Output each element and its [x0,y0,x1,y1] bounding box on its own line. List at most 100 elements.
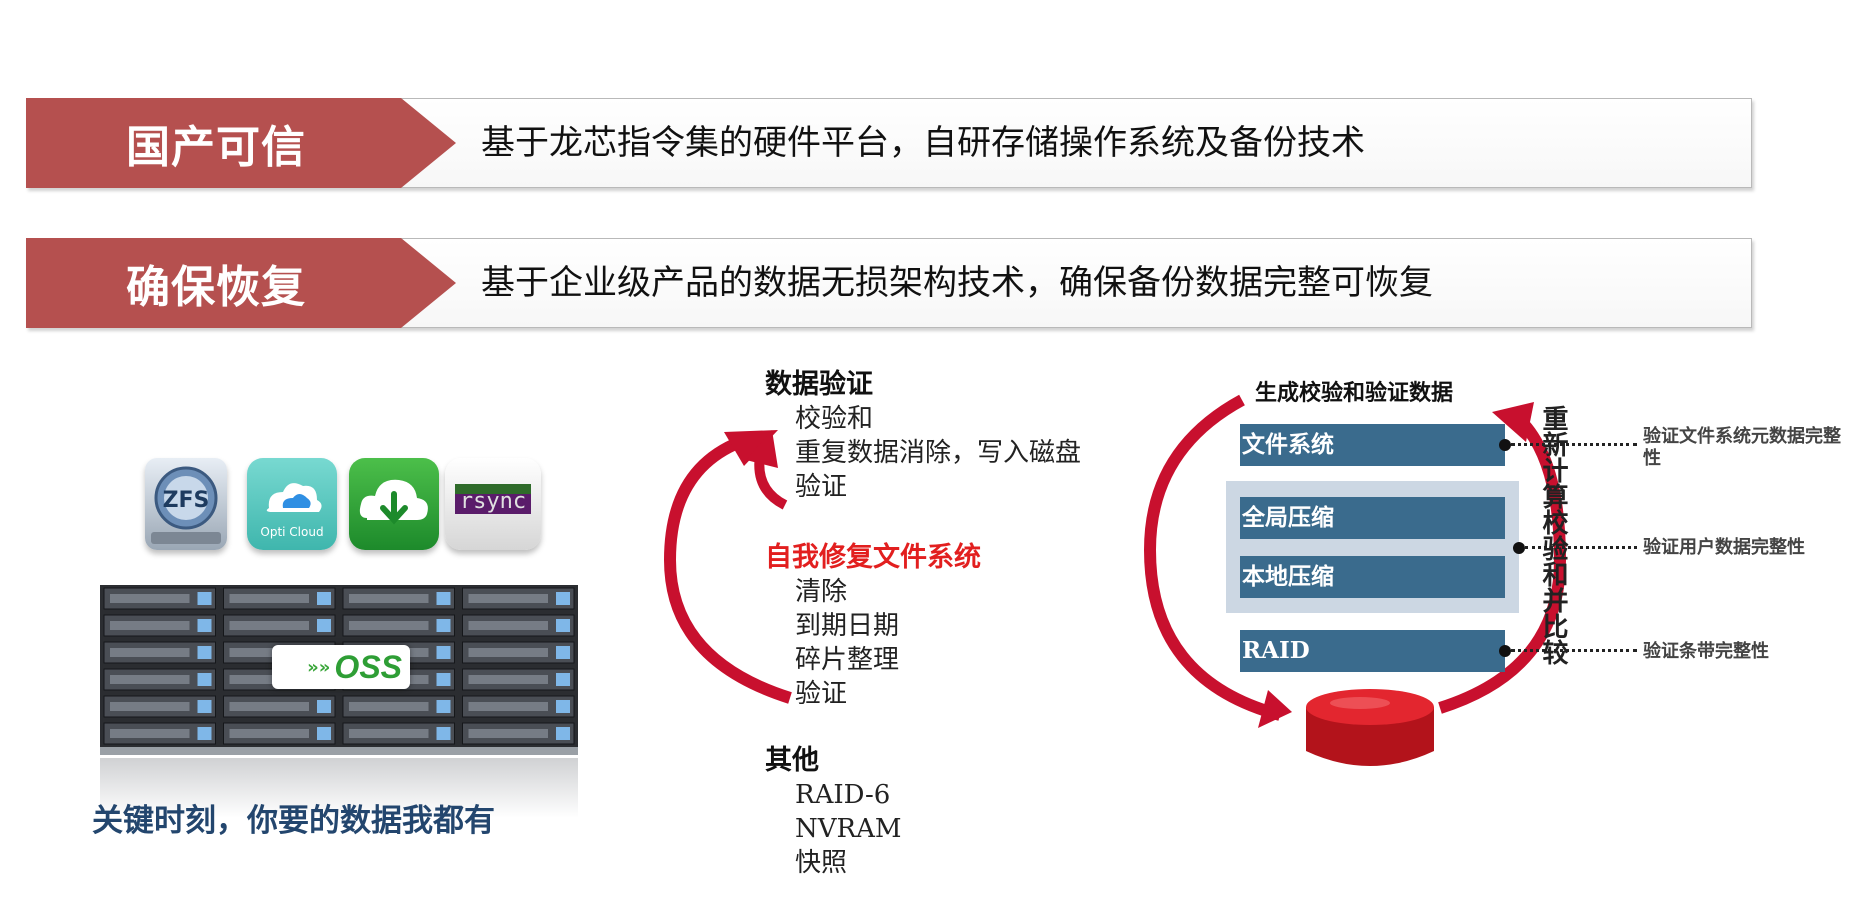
list-item: 验证 [795,472,848,502]
list-item: 清除 [795,577,848,607]
banner-tag: 国产可信 [26,98,456,188]
drive-led [197,673,212,686]
drive-led [436,700,451,713]
drive-led [317,619,331,632]
drive-led [436,619,451,632]
oss-logo: »» OSS [272,645,410,689]
banner-text: 基于企业级产品的数据无损架构技术，确保备份数据完整可恢复 [481,263,1433,303]
drive-grill [110,729,190,738]
zfs-icon: ZFS [145,458,227,550]
rsync-icon: rsync [445,458,541,550]
server-reflection [100,758,578,818]
drive-led [197,700,212,713]
drive-grill [349,729,429,738]
drive-led [436,727,451,740]
verification-list: 数据验证 校验和 重复数据消除，写入磁盘 验证 [765,368,1081,504]
database-icon [1306,689,1434,766]
drive-led [317,700,331,713]
drive-led [197,619,212,632]
drive-grill [229,594,309,603]
drive-grill [229,621,309,630]
drive-grill [110,675,190,684]
drive-grill [110,648,190,657]
drive-led [197,727,212,740]
drive-led [436,646,451,659]
drive-led [556,592,570,605]
connector-dot [1499,439,1511,451]
other-list: 其他 RAID-6 NVRAM 快照 [765,744,902,880]
section-title: 数据验证 [765,369,873,400]
list-item: 校验和 [795,404,874,434]
drive-grill [229,648,309,657]
rsync-label: rsync [460,489,526,514]
self-repair-list: 自我修复文件系统 清除 到期日期 碎片整理 验证 [765,541,981,711]
bar-local-compression: 本地压缩 [1240,556,1505,598]
drive-grill [468,594,548,603]
right-cycle-arrows [1143,394,1567,728]
section-title: 自我修复文件系统 [765,542,981,573]
drive-led [556,619,570,632]
connector-line [1511,443,1637,446]
bar-global-compression: 全局压缩 [1240,497,1505,539]
drive-grill [468,702,548,711]
note-filesystem-metadata: 验证文件系统元数据完整性 [1643,426,1841,469]
list-item: 验证 [795,679,848,709]
drive-led [197,592,212,605]
list-item: 快照 [795,848,848,878]
oss-logo-text: OSS [334,648,402,685]
banner-tag: 确保恢复 [26,238,456,328]
drive-grill [349,702,429,711]
drive-led [436,673,451,686]
bar-raid: RAID [1240,630,1505,672]
drive-grill [468,621,548,630]
cloud-download-icon [349,458,439,550]
generate-checksum-label: 生成校验和验证数据 [1255,380,1454,406]
drive-grill [229,702,309,711]
drive-grill [468,675,548,684]
drive-grill [468,648,548,657]
banner-tag-label: 国产可信 [126,122,306,173]
oss-chevrons-icon: »» [307,656,331,678]
drive-grill [229,729,309,738]
drive-led [556,646,570,659]
drive-led [556,727,570,740]
list-item: RAID-6 [795,780,891,810]
drive-grill [110,621,190,630]
connector-dot [1513,542,1525,554]
drive-led [197,646,212,659]
server-rack-image [100,585,578,755]
list-item: 到期日期 [795,611,900,641]
banner-tag-label: 确保恢复 [126,262,306,313]
connector-dot [1499,645,1511,657]
connector-line [1511,649,1637,652]
middle-cycle-arrows [663,430,792,704]
section-title: 其他 [765,745,819,776]
drive-grill [349,621,429,630]
recalculate-text: 重新计算校验和并比较 [1538,405,1568,666]
drive-grill [468,729,548,738]
banner-text: 基于龙芯指令集的硬件平台，自研存储操作系统及备份技术 [481,123,1365,163]
drive-led [317,727,331,740]
banner-trusted: 国产可信 基于龙芯指令集的硬件平台，自研存储操作系统及备份技术 [26,98,1752,188]
list-item: NVRAM [795,814,902,844]
note-user-data: 验证用户数据完整性 [1643,537,1805,558]
recalculate-label: 重新计算校验和并比较 [1525,395,1581,715]
drive-led [317,592,331,605]
drive-grill [110,702,190,711]
drive-grill [349,594,429,603]
zfs-label: ZFS [163,488,210,513]
bar-filesystem: 文件系统 [1240,424,1505,466]
drive-grill [229,675,309,684]
list-item: 重复数据消除，写入磁盘 [795,438,1082,468]
note-stripe: 验证条带完整性 [1643,641,1769,662]
opticloud-label: Opti Cloud [260,525,323,539]
drive-led [556,700,570,713]
drive-led [556,673,570,686]
list-item: 碎片整理 [795,645,900,675]
drive-grill [110,594,190,603]
connector-line [1525,546,1637,549]
server-caption: 关键时刻，你要的数据我都有 [92,803,495,839]
drive-led [436,592,451,605]
opticloud-icon: Opti Cloud [247,458,337,550]
banner-recovery: 确保恢复 基于企业级产品的数据无损架构技术，确保备份数据完整可恢复 [26,238,1752,328]
